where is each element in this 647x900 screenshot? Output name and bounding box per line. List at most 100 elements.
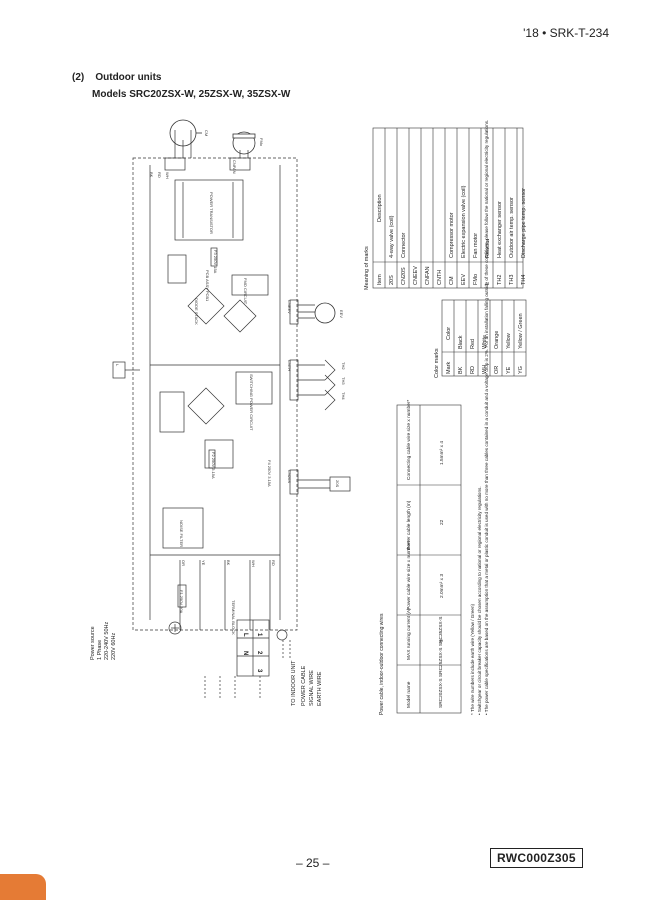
- power-header-current: MAX running current (A): [406, 608, 412, 660]
- marks-row-item: CNFAN: [425, 266, 431, 285]
- cnth-label: CNTH: [287, 360, 292, 371]
- wire-color-3: WH: [165, 172, 170, 179]
- power-transistor-block: [174, 179, 244, 241]
- color-row-name: Yellow: [506, 333, 512, 349]
- th3-label: TH3: [341, 377, 346, 385]
- reactor-block: [112, 361, 126, 379]
- page-number: – 25 –: [296, 856, 330, 870]
- power-cell-current: 9: [439, 639, 445, 642]
- power-header-length: Power cable length (m): [406, 500, 412, 550]
- marks-row-description: Heat exchanger sensor: [497, 201, 503, 258]
- color-row-name: Orange: [494, 331, 500, 349]
- diode-bridge-lower: [187, 387, 225, 425]
- marks-row-description: Fan motor: [473, 233, 479, 258]
- wire-color-1: BK: [149, 172, 154, 178]
- fmo-circuit-block: [231, 274, 269, 296]
- fan-motor-fmo: [232, 131, 256, 155]
- marks-header-description: Description: [377, 194, 383, 222]
- cn20s-label: CN20S: [287, 470, 292, 483]
- marks-row-item: TH4: [521, 275, 527, 285]
- cneev-label: CNEEV: [287, 300, 292, 314]
- color-row-name: Black: [458, 335, 464, 349]
- color-marks-table: Color marks Mark Color BKBlackRDRedWHWhi…: [434, 299, 527, 378]
- wiring-diagram: [112, 130, 351, 700]
- cnfan-label: CNFAN: [232, 160, 237, 174]
- marks-row-item: CN20S: [401, 267, 407, 285]
- power-source-phase: 1 Phase: [97, 640, 103, 660]
- marks-row-item: TH3: [509, 275, 515, 285]
- power-source-label: Power source: [90, 626, 96, 660]
- eev-label: EEV: [339, 310, 344, 318]
- marks-row-description: Compressor motor: [449, 212, 455, 258]
- cm-label: CM: [204, 130, 209, 136]
- document-reference: '18 • SRK-T-234: [523, 26, 609, 40]
- color-header-color: Color: [446, 327, 452, 340]
- fmo-label: FMo: [259, 138, 264, 147]
- terminal-block-label: TERMINAL BLOCK: [231, 600, 236, 635]
- pcb-label: PCB ASSY PCB1: [205, 270, 210, 302]
- diode-bridge-upper: [187, 287, 257, 333]
- power-transistor-label: POWER TRANSISTOR: [209, 192, 214, 234]
- fuse-f4-label: F4 250V 3.15A: [267, 460, 272, 487]
- terminal-3: 3: [256, 669, 262, 673]
- fuse-f3: [210, 247, 218, 267]
- color-row-mark: BK: [458, 366, 464, 374]
- wire-color-2: RD: [157, 172, 162, 178]
- power-header-model: Model name: [406, 681, 412, 708]
- color-row-name: White: [482, 335, 488, 349]
- color-row-name: Red: [470, 339, 476, 349]
- to-indoor-unit-label: TO INDOOR UNIT: [291, 660, 297, 706]
- legend-earth-wire: EARTH WIRE: [317, 671, 323, 706]
- th2-label: TH2: [341, 362, 346, 370]
- power-cell-connecting: 1.5mm² x 4: [439, 441, 445, 465]
- fuse-f1: [177, 584, 187, 608]
- marks-row-item: CNEEV: [413, 266, 419, 285]
- terminal-1: 1: [256, 633, 262, 637]
- color-row-mark: YG: [518, 366, 524, 374]
- compressor-motor-cm: [169, 119, 202, 147]
- fuse-f2-label: F2 250V 3.15A: [211, 452, 216, 479]
- pcb-outline: [132, 157, 298, 631]
- marks-row-description: Discharge pipe temp. sensor: [521, 188, 527, 258]
- wire-color-6: BK: [226, 560, 231, 566]
- color-header-mark: Mark: [446, 362, 452, 374]
- section-number: (2): [72, 72, 85, 83]
- noise-filter-block: [162, 507, 204, 549]
- marks-row-item: CM: [449, 276, 455, 285]
- noise-filter-label: NOISE FILTER: [179, 520, 184, 547]
- terminal-n: N: [242, 651, 248, 655]
- wire-color-4: OR: [181, 560, 186, 566]
- wire-color-7: WH: [251, 560, 256, 567]
- reactor-label: L: [115, 364, 120, 367]
- power-note-3: • The power cable specifications are bas…: [484, 120, 489, 715]
- marks-header-item: Item: [377, 274, 383, 285]
- color-row-name: Yellow / Green: [518, 313, 524, 349]
- marks-row-item: EEV: [461, 274, 467, 285]
- electric-expansion-valve-eev: [314, 302, 336, 324]
- power-cable-table: Power cable, indoor-outdoor connecting w…: [379, 120, 489, 715]
- marks-row-description: 4-way valve (coil): [389, 215, 395, 258]
- power-cell-length: 22: [439, 519, 445, 525]
- power-source-voltage-60: 220V 60Hz: [111, 633, 117, 660]
- power-header-cable-size: Power cable wire size x number*: [406, 540, 412, 610]
- power-note-1: * The wire numbers include earth wire (Y…: [470, 603, 475, 715]
- marks-row-description: Electric expansion valve (coil): [461, 185, 467, 258]
- diode-stack-label: DIODE STACK: [194, 298, 199, 325]
- marks-row-item: L: [485, 282, 491, 285]
- th4-label: TH4: [341, 392, 346, 400]
- color-table-title: Color marks: [434, 348, 440, 378]
- marks-table-title: Meaning of marks: [364, 246, 370, 290]
- color-row-mark: OR: [494, 366, 500, 374]
- fuse-f1-label: F1 250V 20A: [179, 590, 184, 614]
- 20s-label: 20S: [335, 480, 340, 487]
- power-cell-models: SRC20ZSX-S SRC25ZSX-S SRC35ZSX-S: [438, 617, 444, 708]
- connector-cn20s: [289, 469, 299, 495]
- section-name: Outdoor units: [95, 72, 162, 83]
- color-row-mark: RD: [470, 366, 476, 374]
- fuse-f2: [208, 449, 216, 469]
- marks-row-description: Reactor: [485, 239, 491, 258]
- legend-signal-wire: SIGNAL WIRE: [309, 670, 315, 706]
- marks-row-description: Connector: [401, 232, 407, 258]
- section-tab: [0, 874, 46, 900]
- marks-row-item: FMo: [473, 274, 479, 285]
